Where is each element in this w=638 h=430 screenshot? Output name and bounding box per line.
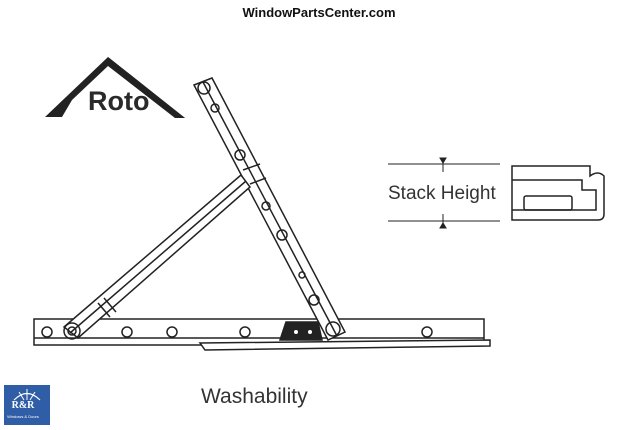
stack-height-label: Stack Height bbox=[388, 183, 496, 204]
site-title: WindowParts​Center.com bbox=[242, 5, 396, 20]
badge-title: R&R bbox=[11, 400, 35, 411]
brand-name: Roto bbox=[88, 86, 150, 116]
stack-profile-icon bbox=[511, 165, 605, 221]
badge-subtitle: Windows & Doors bbox=[7, 414, 39, 419]
hinge-icon bbox=[33, 77, 491, 351]
roto-logo-icon bbox=[45, 57, 185, 118]
stack-dimension bbox=[388, 157, 500, 229]
rr-logo-icon bbox=[4, 385, 50, 425]
caption: Washability bbox=[201, 385, 308, 408]
